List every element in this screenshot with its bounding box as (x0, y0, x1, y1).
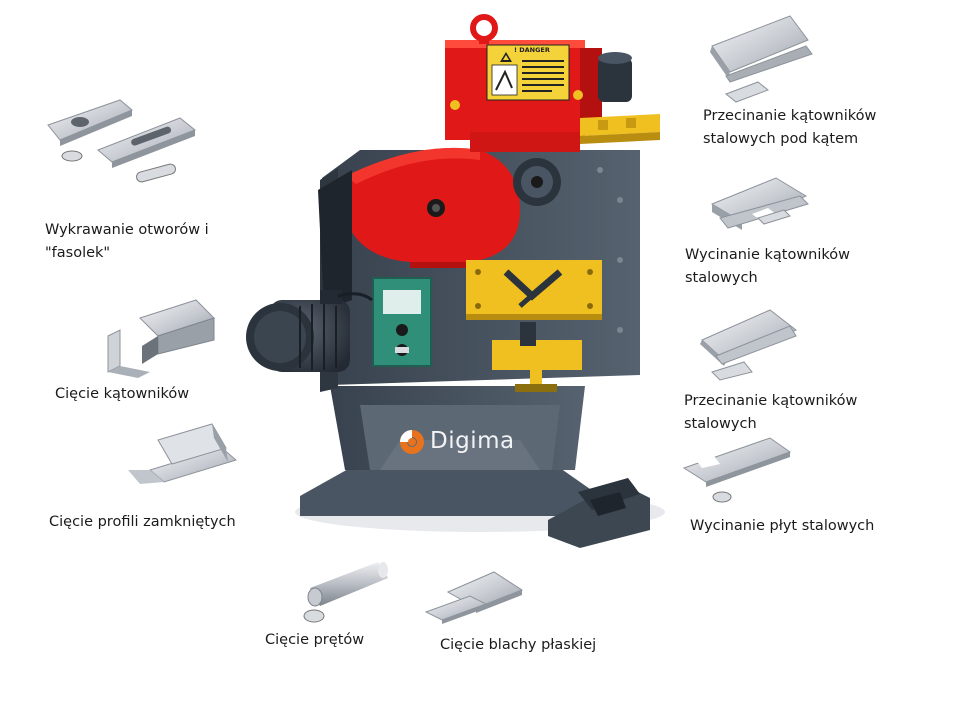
caption-angle-cut-at-angle: Przecinanie kątowników stalowych pod kąt… (703, 108, 877, 147)
caption-flat-sheet: Cięcie blachy płaskiej (440, 637, 597, 653)
ironworker-machine (246, 14, 665, 548)
angle-notch-sample (710, 177, 809, 230)
caption-angle-notching: Wycinanie kątowników stalowych (685, 247, 851, 286)
round-bar-sample (303, 562, 388, 623)
warning-sticker-title: ! DANGER (514, 46, 550, 54)
caption-bars: Cięcie prętów (265, 632, 365, 648)
caption-punching: Wykrawanie otworów i "fasolek" (45, 222, 209, 261)
closed-profile-sample (128, 423, 238, 484)
caption-angle-cut: Cięcie kątowników (55, 386, 190, 402)
brand-name: Digima (430, 428, 515, 454)
punched-plate-sample (47, 99, 196, 183)
caption-closed-profiles: Cięcie profili zamkniętych (49, 514, 236, 530)
plate-notch-sample (682, 437, 792, 503)
caption-plate-notching: Wycinanie płyt stalowych (690, 518, 875, 534)
caption-angle-cutting: Przecinanie kątowników stalowych (684, 393, 858, 432)
angle-cutting-sample (700, 309, 797, 381)
angle-sample (107, 299, 215, 378)
angle-at-angle-sample (710, 15, 813, 103)
flat-sheet-sample (424, 571, 524, 624)
digima-logo-mark (400, 430, 424, 454)
control-box (372, 277, 432, 367)
electric-motor (246, 290, 373, 372)
warning-sticker (486, 44, 570, 101)
